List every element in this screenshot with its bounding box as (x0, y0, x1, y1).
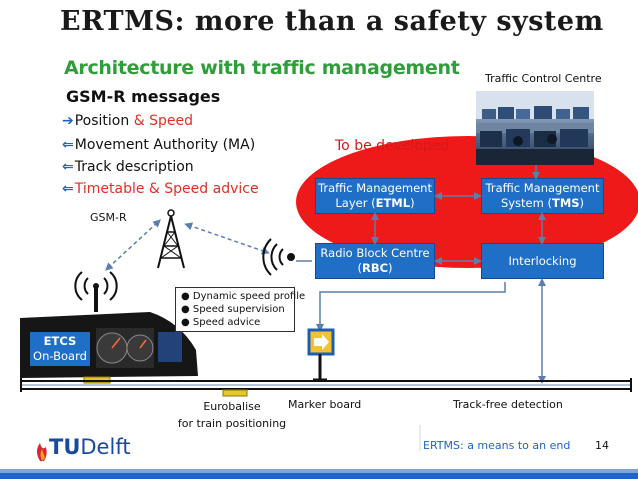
page-title: ERTMS: more than a safety system (60, 6, 604, 37)
etml-line2: Layer (ETML) (335, 196, 414, 211)
control-room-photo (476, 91, 594, 165)
message-ma-label: Movement Authority (MA) (74, 137, 256, 153)
tms-line1: Traffic Management (485, 181, 600, 195)
message-timetable: ⇐Timetable & Speed advice (62, 181, 259, 197)
eurobalise-icon (222, 389, 248, 397)
rbc-antenna-icon (262, 238, 295, 276)
gsmr-label: GSM-R (90, 211, 127, 224)
eurobalise-label: Eurobalise for train positioning (177, 398, 287, 432)
rbc-line1: Radio Block Centre (320, 246, 430, 260)
tms-line2: System (TMS) (501, 196, 584, 211)
etml-pre: Layer ( (335, 196, 376, 210)
rbc-post: ) (388, 261, 393, 275)
rbc-line2: (RBC) (357, 261, 392, 276)
train-antenna-icon (74, 271, 118, 312)
arrow-left-icon: ⇐ (62, 159, 74, 175)
message-track: ⇐Track description (62, 159, 194, 175)
rbc-pre: ( (357, 261, 362, 275)
tms-post: ) (579, 196, 585, 210)
logo-delft: Delft (80, 435, 131, 459)
message-position-label: Position (74, 113, 130, 129)
eurobalise-label-line2: for train positioning (177, 417, 287, 430)
etcs-onboard-box: ETCS On-Board (30, 332, 90, 366)
tu-delft-flame-icon (37, 443, 47, 461)
mast-rbc-link (184, 222, 270, 255)
footer-caption: ERTMS: a means to an end (423, 439, 571, 452)
message-speed-label: & Speed (133, 113, 193, 129)
marker-board-icon (307, 328, 335, 382)
feature-item: ● Dynamic speed profile (181, 291, 306, 302)
tu-delft-logo: TUDelft (49, 435, 131, 459)
messages-heading: GSM-R messages (66, 87, 221, 106)
message-track-label: Track description (74, 159, 194, 175)
feature-item: ● Speed supervision (181, 304, 285, 315)
tms-abbrev: TMS (551, 196, 580, 210)
arrow-left-icon: ⇐ (62, 181, 74, 197)
feature-dynamic-speed: Dynamic speed profile (192, 291, 306, 302)
radio-mast-icon (157, 209, 185, 269)
tms-pre: System ( (500, 196, 552, 210)
etcs-label: ETCS (43, 334, 77, 348)
onboard-feature-list: ● Dynamic speed profile ● Speed supervis… (175, 287, 306, 332)
train-mast-link (105, 219, 161, 271)
logo-tu: TU (49, 435, 81, 459)
etml-line1: Traffic Management (318, 181, 432, 195)
etml-abbrev: ETML (375, 196, 411, 210)
message-timetable-label: Timetable & Speed advice (74, 181, 259, 197)
arrow-left-icon: ⇐ (62, 137, 74, 153)
to-be-developed-label: To be developed (335, 138, 450, 154)
feature-speed-supervision: Speed supervision (192, 304, 285, 315)
arrow-right-icon: ➔ (62, 113, 74, 129)
marker-board-label: Marker board (288, 398, 362, 411)
etml-box: Traffic Management Layer (ETML) (315, 178, 435, 214)
connector-layer (20, 165, 632, 397)
interlocking-label: Interlocking (508, 253, 577, 268)
footer-band (0, 425, 638, 479)
track-free-detection-label: Track-free detection (453, 398, 563, 411)
eurobalise-label-line1: Eurobalise (203, 400, 261, 413)
traffic-control-centre-label: Traffic Control Centre (485, 72, 602, 85)
feature-speed-advice: Speed advice (192, 317, 261, 328)
interlocking-marker-connector (316, 282, 506, 332)
rbc-box: Radio Block Centre (RBC) (315, 243, 435, 279)
control-room-image (476, 91, 594, 165)
page-number: 14 (595, 439, 609, 452)
feature-item: ● Speed advice (181, 317, 261, 328)
subtitle: Architecture with traffic management (64, 57, 460, 79)
message-ma: ⇐Movement Authority (MA) (62, 137, 255, 153)
onboard-label: On-Board (33, 349, 87, 363)
etml-post: ) (410, 196, 415, 210)
rbc-abbrev: RBC (361, 261, 389, 275)
message-position: ➔Position & Speed (62, 113, 193, 129)
